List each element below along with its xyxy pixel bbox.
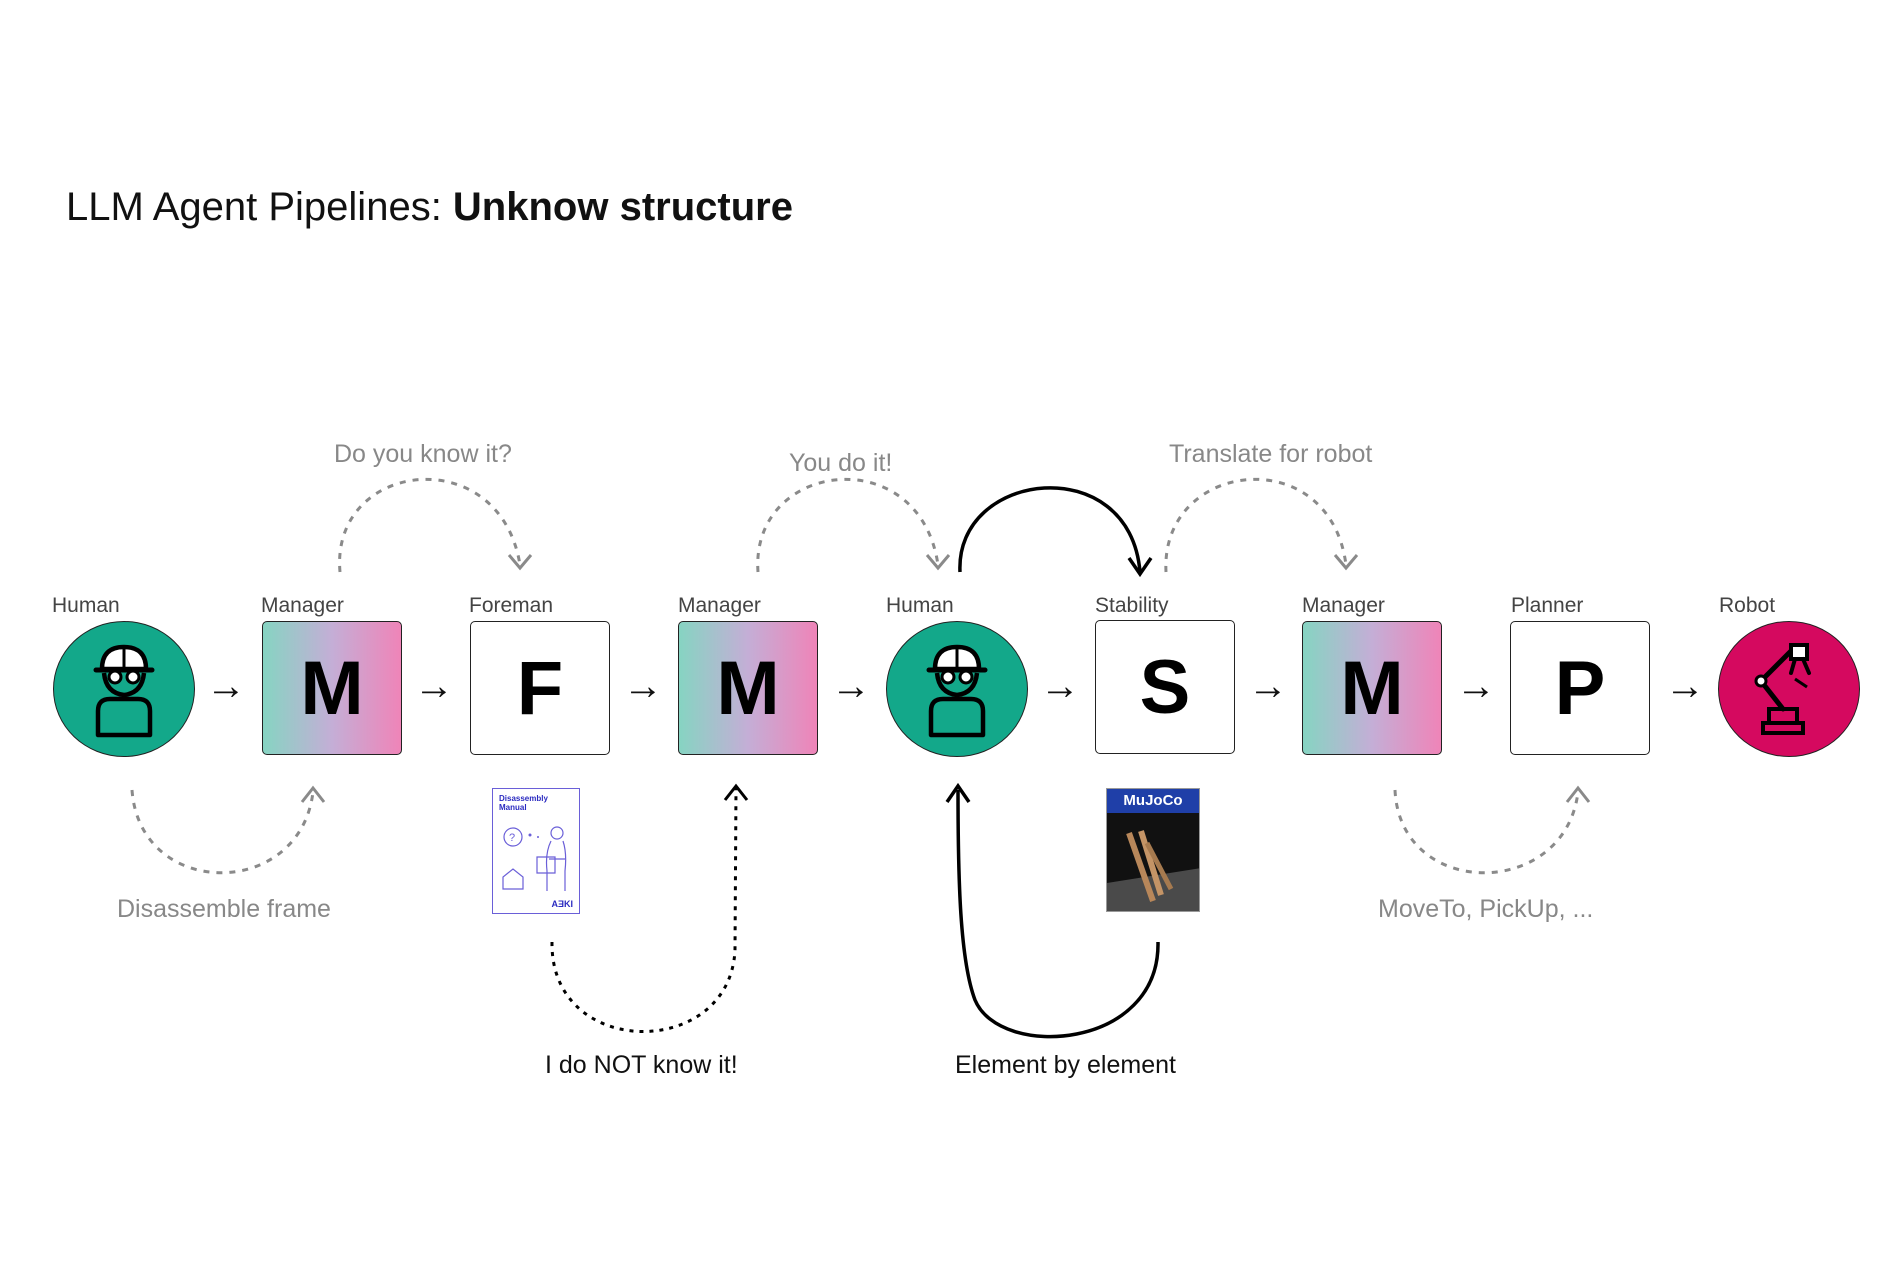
foreman-box: F — [470, 621, 610, 755]
robot-node — [1718, 621, 1860, 757]
arc-disassemble — [130, 789, 315, 875]
node-label-robot: Robot — [1719, 594, 1776, 617]
caption-translate: Translate for robot — [1169, 440, 1373, 468]
svg-text:?: ? — [509, 832, 515, 844]
worker-icon — [926, 644, 988, 738]
node-label-foreman: Foreman — [469, 594, 554, 617]
arc-human-to-stability — [958, 486, 1142, 573]
flow-arrow-8: → — [1665, 664, 1705, 708]
caption-not-know: I do NOT know it! — [545, 1051, 738, 1079]
node-label-manager-1: Manager — [261, 594, 344, 617]
flow-arrow-1: → — [206, 664, 246, 708]
robot-arm-icon — [1754, 643, 1811, 735]
caption-disassemble: Disassemble frame — [117, 895, 331, 923]
node-label-human-1: Human — [52, 594, 120, 617]
manual-figure-icon: ? — [502, 826, 567, 891]
flow-arrow-3: → — [623, 664, 663, 708]
node-label-human-2: Human — [886, 594, 954, 617]
node-label-manager-3: Manager — [1302, 594, 1385, 617]
mujoco-scene-icon — [1107, 830, 1199, 911]
title-prefix: LLM Agent Pipelines: — [66, 185, 453, 229]
node-label-manager-2: Manager — [678, 594, 761, 617]
worker-icon — [93, 644, 155, 738]
manual-title-line2: Manual — [499, 803, 527, 812]
manager-box-2: M — [678, 621, 818, 755]
flow-arrow-4: → — [831, 664, 871, 708]
planner-box: P — [1510, 621, 1650, 755]
arc-moveto — [1393, 789, 1580, 875]
manual-title-line1: Disassembly — [499, 794, 548, 803]
manual-brand: AƎKI — [551, 899, 573, 909]
arc-element — [956, 789, 1160, 1039]
mujoco-label: MuJoCo — [1107, 789, 1199, 813]
human-node-2 — [886, 621, 1028, 757]
page-title: LLM Agent Pipelines: Unknow structure — [66, 185, 793, 230]
mujoco-simulation-image: MuJoCo — [1106, 788, 1200, 912]
caption-you-do-it: You do it! — [789, 449, 893, 477]
arc-do-you-know — [338, 477, 522, 573]
manager-box-1: M — [262, 621, 402, 755]
human-node-1 — [53, 621, 195, 757]
title-bold: Unknow structure — [452, 185, 793, 229]
arc-not-know — [550, 787, 738, 1033]
stability-box: S — [1095, 620, 1235, 754]
flow-arrow-2: → — [414, 664, 454, 708]
node-label-stability: Stability — [1095, 594, 1169, 617]
manager-box-3: M — [1302, 621, 1442, 755]
caption-element: Element by element — [955, 1051, 1176, 1079]
caption-do-you-know: Do you know it? — [334, 440, 512, 468]
flow-arrow-6: → — [1248, 664, 1288, 708]
arc-translate — [1164, 477, 1348, 573]
caption-moveto: MoveTo, PickUp, ... — [1378, 895, 1594, 923]
flow-arrow-7: → — [1456, 664, 1496, 708]
flow-arrow-5: → — [1040, 664, 1080, 708]
node-label-planner: Planner — [1511, 594, 1584, 617]
arc-you-do-it — [756, 477, 940, 573]
